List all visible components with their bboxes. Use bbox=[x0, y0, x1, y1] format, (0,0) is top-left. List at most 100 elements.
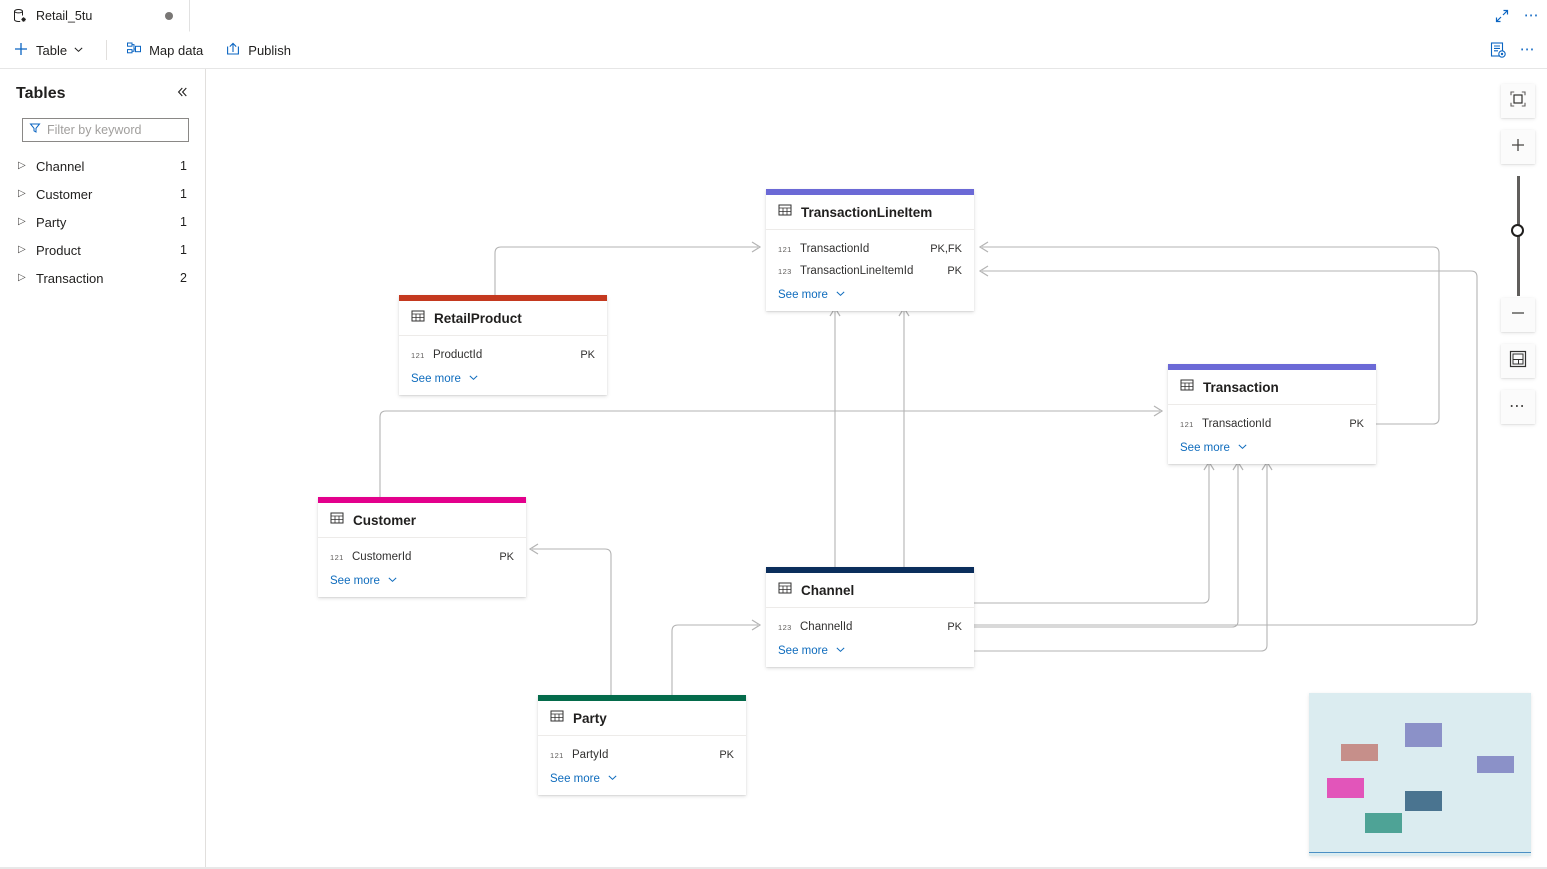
sidebar-item-label: Party bbox=[36, 214, 67, 230]
command-bar: Table Map data Publish bbox=[0, 32, 1547, 69]
entity-columns: 121 TransactionId PK See more bbox=[1168, 405, 1376, 464]
column-type-icon: 121 bbox=[1180, 419, 1194, 429]
entity-card-party[interactable]: Party 121 PartyId PK See more bbox=[538, 695, 746, 795]
minimap-node bbox=[1341, 744, 1378, 761]
entity-name: Transaction bbox=[1203, 379, 1279, 395]
column-row[interactable]: 121 PartyId PK bbox=[550, 744, 734, 766]
entity-card-transactionlineitem[interactable]: TransactionLineItem 121 TransactionId PK… bbox=[766, 189, 974, 311]
command-overflow-menu[interactable]: ⋯ bbox=[1519, 41, 1537, 58]
entity-name: RetailProduct bbox=[434, 310, 522, 326]
minimap-node bbox=[1477, 756, 1514, 773]
column-key: PK bbox=[947, 621, 962, 633]
column-type-icon: 121 bbox=[550, 750, 564, 760]
tables-sidebar: Tables ▷ Channel 1 ▷ Customer 1 ▷ Party … bbox=[0, 69, 206, 869]
expand-triangle-icon[interactable]: ▷ bbox=[18, 272, 26, 283]
see-more-button[interactable]: See more bbox=[1180, 441, 1364, 455]
see-more-label: See more bbox=[778, 645, 828, 657]
expand-triangle-icon[interactable]: ▷ bbox=[18, 160, 26, 171]
minimap[interactable] bbox=[1309, 693, 1531, 856]
see-more-label: See more bbox=[550, 773, 600, 785]
column-row[interactable]: 121 TransactionId PK,FK bbox=[778, 238, 962, 260]
zoom-in-button[interactable] bbox=[1501, 130, 1535, 164]
column-key: PK bbox=[719, 749, 734, 761]
canvas-toolbar: ⋯ bbox=[1501, 84, 1535, 436]
layout-panel-icon bbox=[1509, 350, 1527, 373]
entity-card-channel[interactable]: Channel 123 ChannelId PK See more bbox=[766, 567, 974, 667]
sidebar-item-party[interactable]: ▷ Party 1 bbox=[0, 208, 205, 236]
chevron-down-icon bbox=[835, 644, 846, 658]
sidebar-item-label: Customer bbox=[36, 186, 93, 202]
column-row[interactable]: 121 CustomerId PK bbox=[330, 546, 514, 568]
sidebar-item-label: Product bbox=[36, 242, 81, 258]
see-more-label: See more bbox=[411, 373, 461, 385]
column-row[interactable]: 123 ChannelId PK bbox=[778, 616, 962, 638]
column-row[interactable]: 121 TransactionId PK bbox=[1180, 413, 1364, 435]
fit-to-screen-icon bbox=[1509, 90, 1527, 113]
chevron-down-icon bbox=[1237, 441, 1248, 455]
column-key: PK,FK bbox=[930, 243, 962, 255]
layout-panel-button[interactable] bbox=[1501, 344, 1535, 378]
new-table-label: Table bbox=[36, 42, 68, 58]
expand-triangle-icon[interactable]: ▷ bbox=[18, 216, 26, 227]
sidebar-title: Tables bbox=[16, 84, 66, 102]
column-name: ProductId bbox=[433, 349, 483, 361]
canvas-more-menu[interactable]: ⋯ bbox=[1501, 390, 1535, 424]
column-name: TransactionId bbox=[800, 243, 870, 255]
filter-box[interactable] bbox=[22, 118, 189, 142]
new-table-button[interactable]: Table bbox=[4, 35, 100, 65]
see-more-button[interactable]: See more bbox=[411, 372, 595, 386]
expand-triangle-icon[interactable]: ▷ bbox=[18, 244, 26, 255]
map-data-icon bbox=[126, 41, 149, 60]
chevron-down-icon bbox=[607, 772, 618, 786]
status-line bbox=[0, 867, 1547, 869]
sidebar-item-customer[interactable]: ▷ Customer 1 bbox=[0, 180, 205, 208]
column-row[interactable]: 123 TransactionLineItemId PK bbox=[778, 260, 962, 282]
expand-diagonal-icon[interactable] bbox=[1487, 1, 1517, 31]
zoom-slider[interactable] bbox=[1501, 176, 1535, 296]
entity-name: Customer bbox=[353, 512, 417, 528]
document-tab[interactable]: Retail_5tu bbox=[0, 0, 190, 32]
column-type-icon: 123 bbox=[778, 622, 792, 632]
column-row[interactable]: 121 ProductId PK bbox=[411, 344, 595, 366]
sidebar-item-count: 2 bbox=[180, 271, 187, 285]
publish-button[interactable]: Publish bbox=[216, 35, 300, 65]
sidebar-item-channel[interactable]: ▷ Channel 1 bbox=[0, 152, 205, 180]
entity-header: Party bbox=[538, 701, 746, 736]
sidebar-item-product[interactable]: ▷ Product 1 bbox=[0, 236, 205, 264]
table-icon bbox=[330, 511, 344, 530]
sidebar-item-transaction[interactable]: ▷ Transaction 2 bbox=[0, 264, 205, 292]
fit-to-screen-button[interactable] bbox=[1501, 84, 1535, 118]
properties-gear-icon[interactable] bbox=[1483, 35, 1513, 65]
title-bar-actions: ⋯ bbox=[1487, 0, 1547, 32]
zoom-slider-thumb[interactable] bbox=[1511, 224, 1524, 237]
entity-card-retailproduct[interactable]: RetailProduct 121 ProductId PK See more bbox=[399, 295, 607, 395]
column-name: CustomerId bbox=[352, 551, 412, 563]
entity-card-customer[interactable]: Customer 121 CustomerId PK See more bbox=[318, 497, 526, 597]
sidebar-header: Tables bbox=[0, 69, 205, 110]
title-overflow-menu[interactable]: ⋯ bbox=[1523, 7, 1541, 24]
column-key: PK bbox=[1349, 418, 1364, 430]
see-more-button[interactable]: See more bbox=[330, 574, 514, 588]
sidebar-item-count: 1 bbox=[180, 159, 187, 173]
filter-input[interactable] bbox=[41, 122, 182, 138]
entity-accent-bar bbox=[1168, 364, 1376, 370]
sidebar-item-count: 1 bbox=[180, 243, 187, 257]
publish-label: Publish bbox=[248, 42, 291, 58]
entity-card-transaction[interactable]: Transaction 121 TransactionId PK See mor… bbox=[1168, 364, 1376, 464]
minus-icon bbox=[1509, 304, 1527, 327]
table-icon bbox=[778, 203, 792, 222]
entity-accent-bar bbox=[399, 295, 607, 301]
column-name: TransactionLineItemId bbox=[800, 265, 914, 277]
toolbar-divider bbox=[106, 40, 108, 60]
chevron-double-left-icon[interactable] bbox=[171, 83, 193, 104]
see-more-label: See more bbox=[330, 575, 380, 587]
zoom-out-button[interactable] bbox=[1501, 298, 1535, 332]
expand-triangle-icon[interactable]: ▷ bbox=[18, 188, 26, 199]
see-more-button[interactable]: See more bbox=[778, 288, 962, 302]
filter-icon bbox=[29, 121, 41, 139]
chevron-down-icon bbox=[835, 288, 846, 302]
map-data-button[interactable]: Map data bbox=[117, 35, 212, 65]
table-icon bbox=[1180, 378, 1194, 397]
see-more-button[interactable]: See more bbox=[778, 644, 962, 658]
see-more-button[interactable]: See more bbox=[550, 772, 734, 786]
